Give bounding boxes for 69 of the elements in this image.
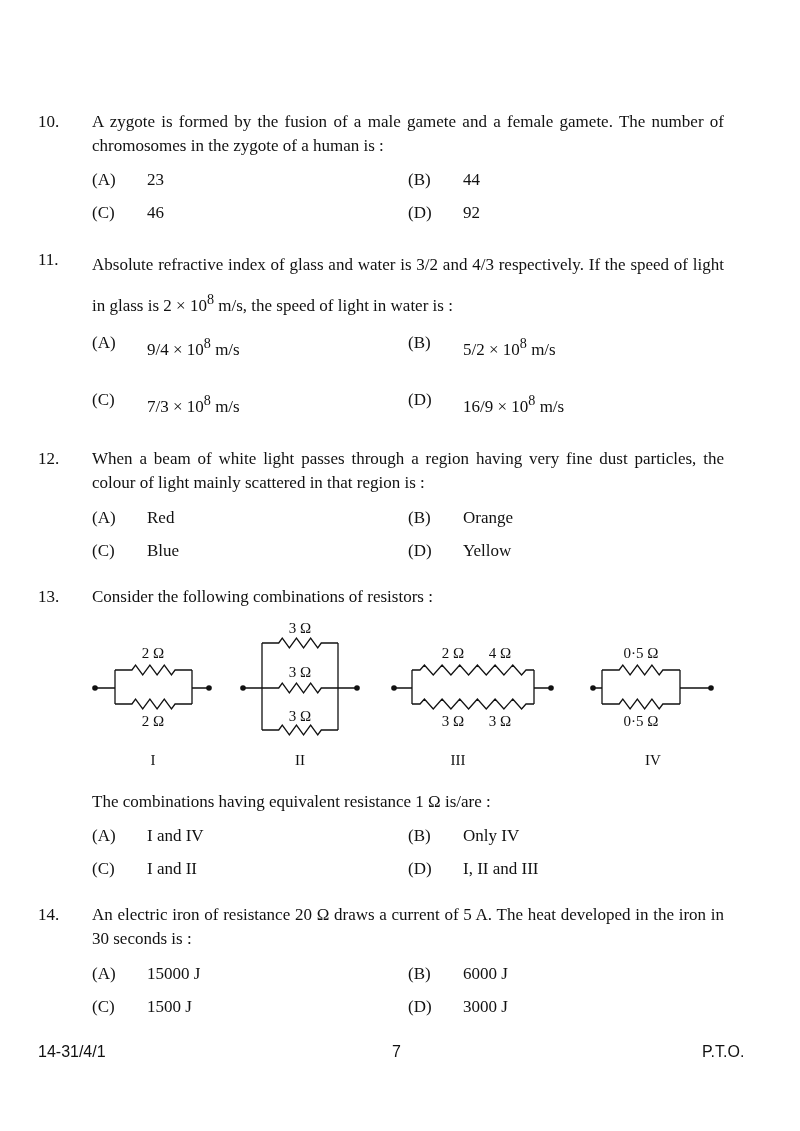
option-text: I, II and III <box>463 858 539 880</box>
option-letter: (A) <box>92 507 116 529</box>
resistance-label: 0·5 Ω <box>623 712 659 731</box>
option-text: Red <box>147 507 175 529</box>
option-text: I and II <box>147 858 198 880</box>
option-text: 23 <box>147 169 164 191</box>
circuit-label: IV <box>645 751 661 770</box>
option-text: 7/3 × 10$^{8}$ m/s <box>147 391 240 418</box>
option-letter: (A) <box>92 169 116 191</box>
option-text: 3000 J <box>463 996 508 1018</box>
option-letter: (C) <box>92 858 115 880</box>
option-letter: (A) <box>92 332 116 354</box>
option-letter: (B) <box>408 825 431 847</box>
resistance-label: 3 Ω <box>288 707 312 726</box>
question-text: The combinations having equivalent resistance 1 Ω is/are : <box>92 791 491 813</box>
question-number: 10. <box>38 111 60 133</box>
option-letter: (B) <box>408 332 431 354</box>
question-text: When a beam of white light passes through a region having very fine dust particles, the colour of light mainly scattered in that region is : <box>92 448 724 494</box>
option-letter: (D) <box>408 858 432 880</box>
resistance-label: 0·5 Ω <box>623 644 659 663</box>
option-text: 5/2 × 10$^{8}$ m/s <box>463 334 556 361</box>
page-number: 7 <box>392 1042 401 1062</box>
option-letter: (C) <box>92 389 115 411</box>
option-text: 9/4 × 10$^{8}$ m/s <box>147 334 240 361</box>
option-letter: (C) <box>92 202 115 224</box>
option-text: Blue <box>147 540 180 562</box>
page-footer-note: P.T.O. <box>702 1042 745 1062</box>
option-text: 46 <box>147 202 164 224</box>
circuit-label: III <box>450 751 466 770</box>
option-text: 44 <box>463 169 480 191</box>
option-letter: (B) <box>408 963 431 985</box>
circuit-label: I <box>150 751 156 770</box>
circuit-label: II <box>295 751 305 770</box>
option-letter: (B) <box>408 169 431 191</box>
option-text: 6000 J <box>463 963 508 985</box>
option-text: 1500 J <box>147 996 192 1018</box>
option-text: 16/9 × 10$^{8}$ m/s <box>463 391 565 418</box>
option-letter: (C) <box>92 540 115 562</box>
resistance-label: 3 Ω <box>441 712 465 731</box>
question-text: An electric iron of resistance 20 Ω draws a current of 5 A. The heat developed in the iron in 30 seconds is : <box>92 904 724 950</box>
option-letter: (D) <box>408 996 432 1018</box>
option-letter: (C) <box>92 996 115 1018</box>
question-number: 13. <box>38 586 60 608</box>
resistance-label: 2 Ω <box>141 712 165 731</box>
option-text: Only IV <box>463 825 520 847</box>
option-text: I and IV <box>147 825 204 847</box>
resistance-label: 4 Ω <box>488 644 512 663</box>
option-text: Orange <box>463 507 514 529</box>
option-text: Yellow <box>463 540 512 562</box>
resistance-label: 3 Ω <box>288 619 312 638</box>
resistance-label: 2 Ω <box>441 644 465 663</box>
question-text: Consider the following combinations of resistors : <box>92 586 433 608</box>
option-text: 92 <box>463 202 480 224</box>
option-letter: (B) <box>408 507 431 529</box>
resistance-label: 3 Ω <box>288 663 312 682</box>
option-letter: (A) <box>92 963 116 985</box>
resistance-label: 3 Ω <box>488 712 512 731</box>
question-text: A zygote is formed by the fusion of a male gamete and a female gamete. The number of chromosomes in the zygote of a human is : <box>92 111 724 157</box>
option-text: 15000 J <box>147 963 201 985</box>
question-number: 11. <box>38 249 59 271</box>
resistance-label: 2 Ω <box>141 644 165 663</box>
option-letter: (D) <box>408 202 432 224</box>
paper-code: 14-31/4/1 <box>38 1042 106 1062</box>
question-text: Absolute refractive index of glass and water is 3/2 and 4/3 respectively. If the speed of light in glass is 2 × 10$^{8}$ m/s, the speed of light in water is : <box>92 254 724 317</box>
option-letter: (D) <box>408 540 432 562</box>
option-letter: (D) <box>408 389 432 411</box>
question-number: 12. <box>38 448 60 470</box>
option-letter: (A) <box>92 825 116 847</box>
question-number: 14. <box>38 904 60 926</box>
